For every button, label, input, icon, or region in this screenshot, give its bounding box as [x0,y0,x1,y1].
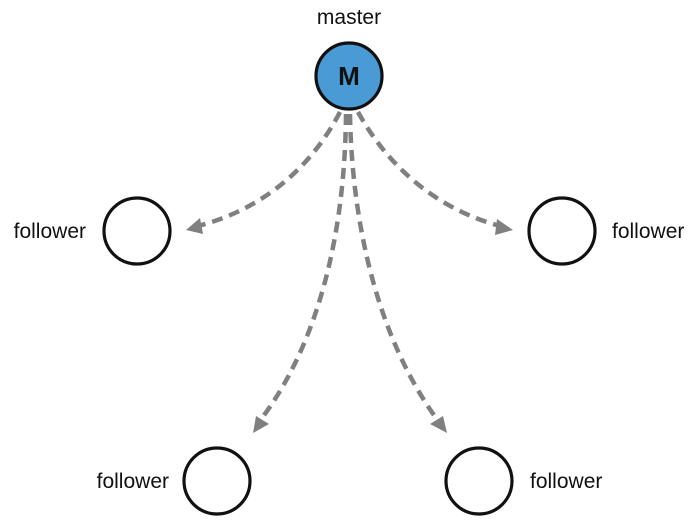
follower-node-right: follower [527,196,684,266]
arrowhead-follower-left [186,218,203,234]
edge-master-to-follower-bottom-left [260,113,349,420]
follower-label: follower [14,220,86,243]
arrowhead-follower-right [495,219,513,235]
arrowhead-follower-bottom-right [430,416,447,433]
master-letter: M [338,61,360,91]
follower-label: follower [97,470,169,493]
follower-label: follower [612,220,684,243]
edges [186,110,513,433]
follower-circle [102,196,172,266]
arrowhead-follower-bottom-left [253,416,269,433]
follower-label: follower [530,470,602,493]
master-node: master M [314,6,384,111]
follower-circle [527,196,597,266]
follower-node-bottom-left: follower [97,446,252,516]
edge-master-to-follower-right [356,110,501,229]
edge-master-to-follower-left [197,110,342,229]
follower-circle [182,446,252,516]
follower-node-bottom-right: follower [444,446,602,516]
master-circle [314,41,384,111]
edge-master-to-follower-bottom-right [347,113,438,420]
follower-node-left: follower [14,196,172,266]
follower-circle [444,446,514,516]
master-label: master [317,6,381,29]
